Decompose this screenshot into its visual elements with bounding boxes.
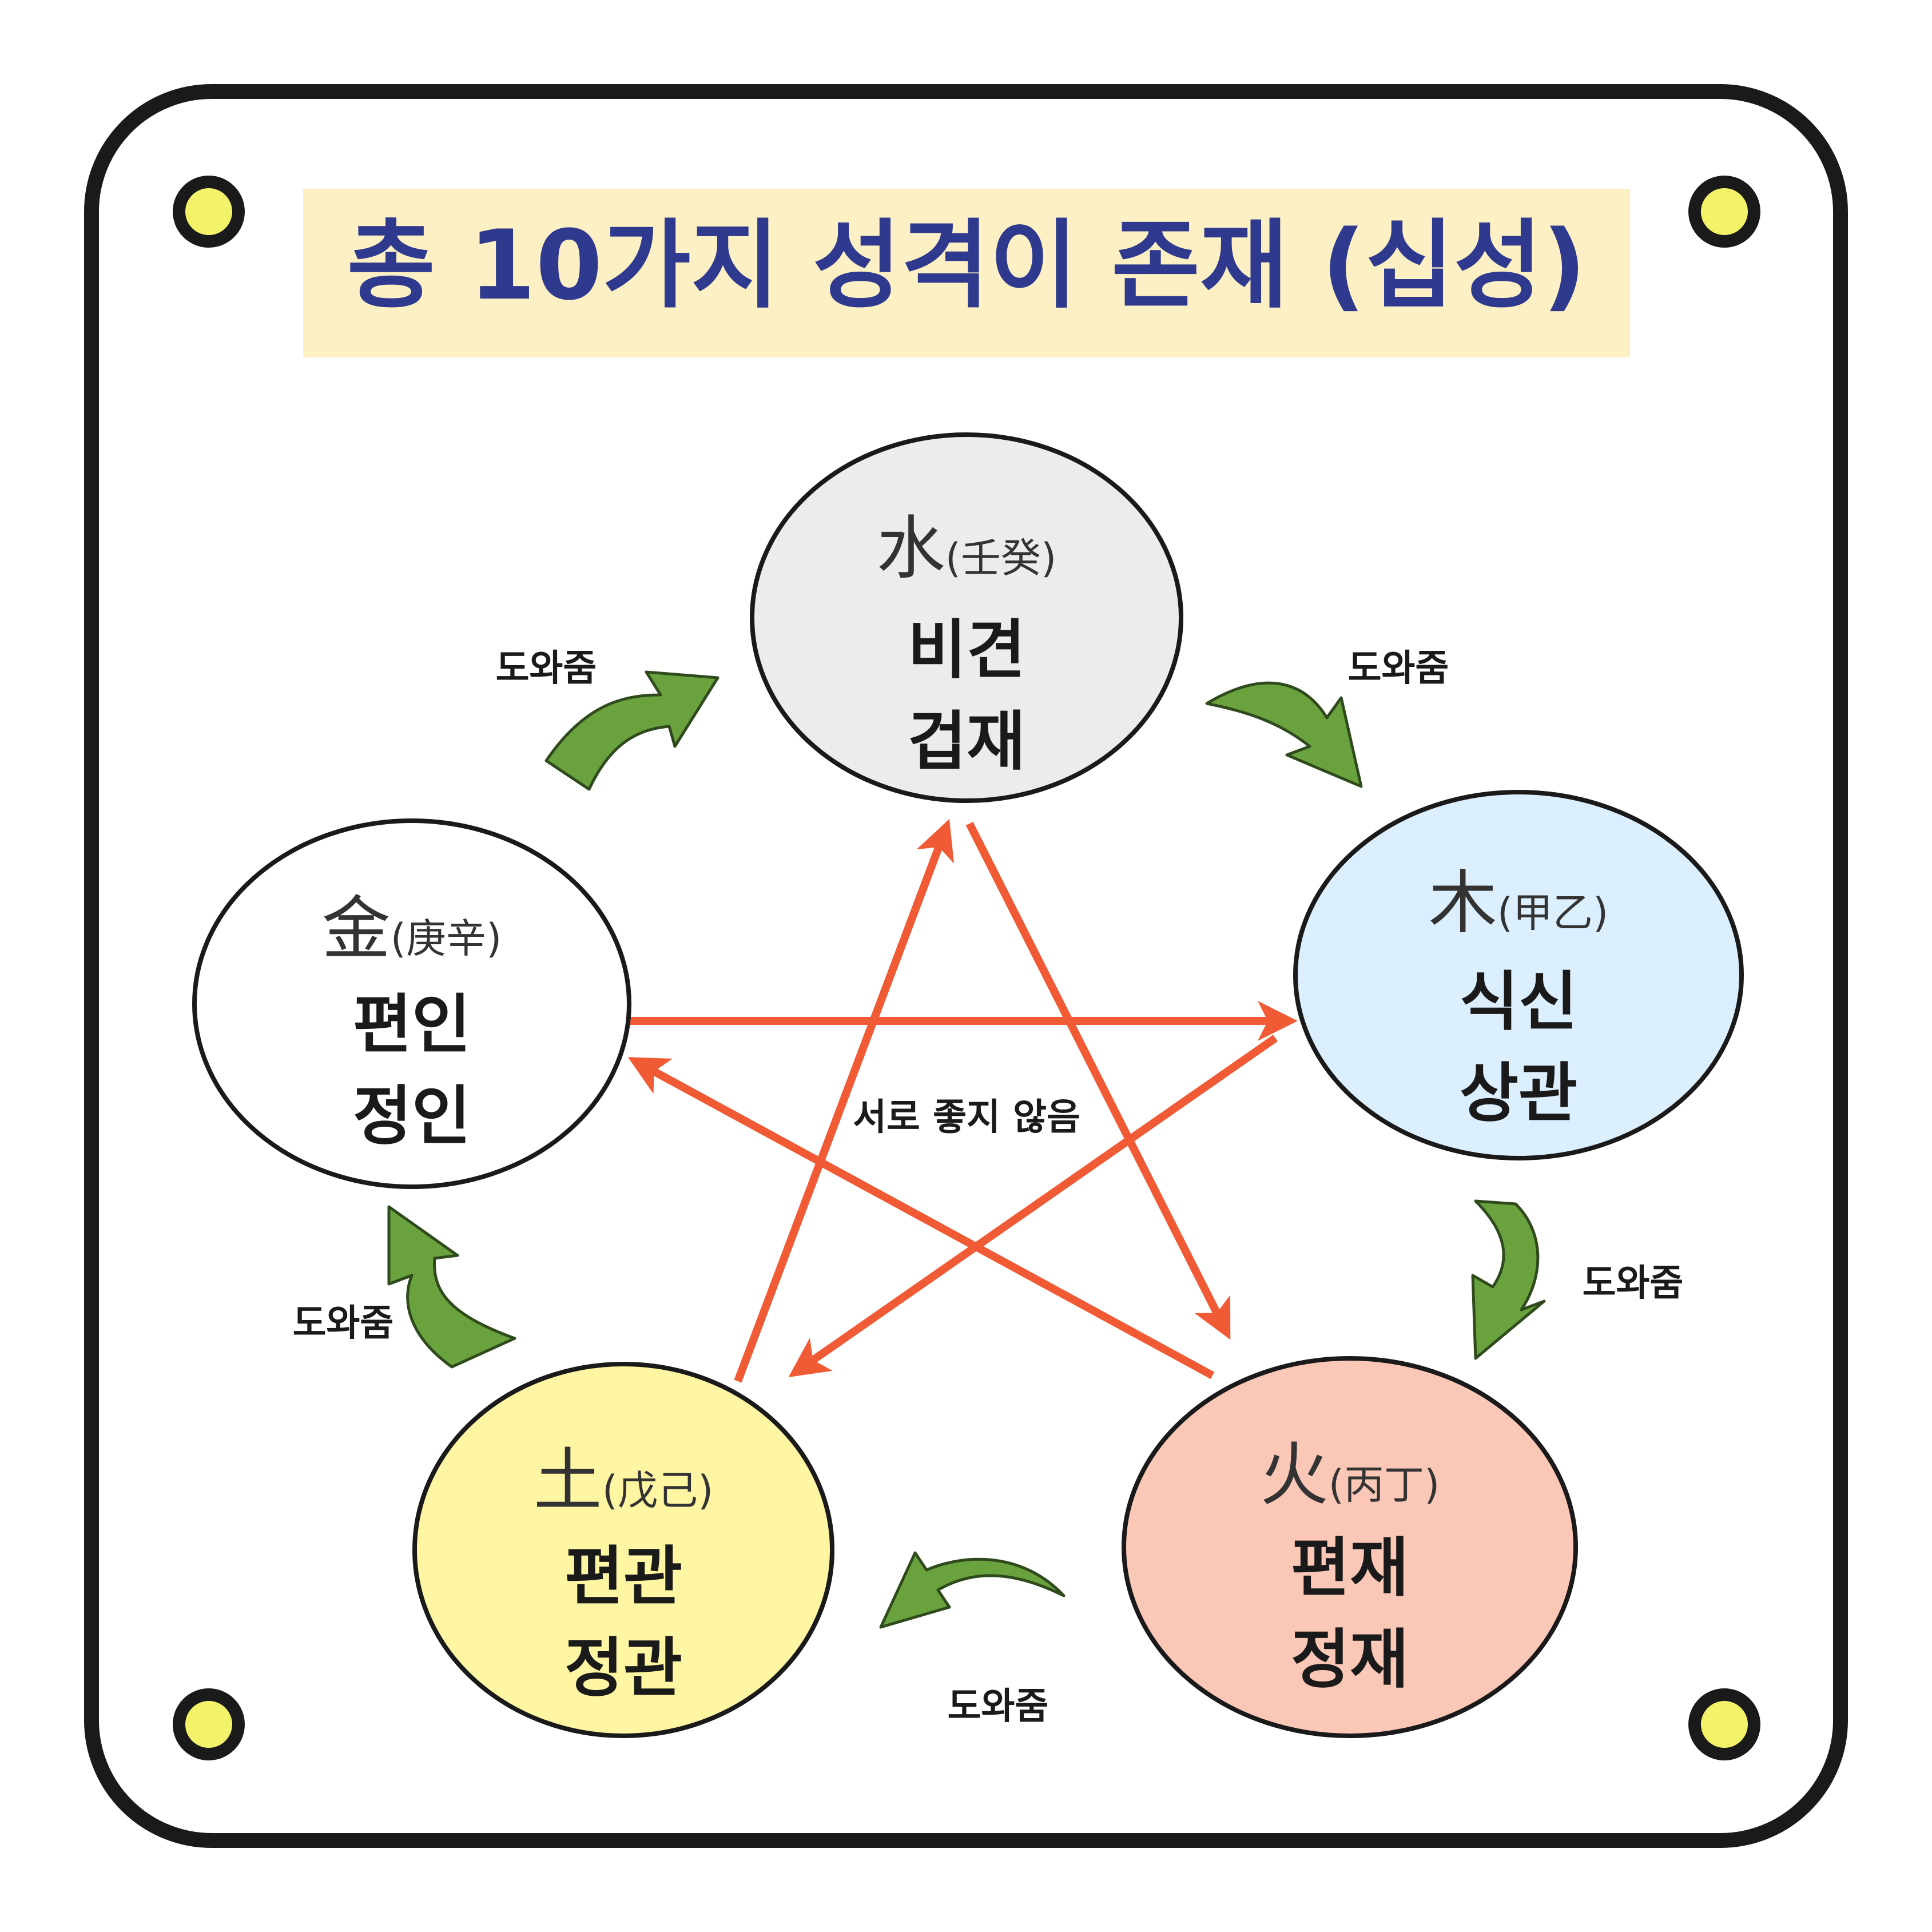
element-fire: 火(丙丁) 편재 정재 <box>1122 1356 1578 1738</box>
support-label-fire-earth: 도와줌 <box>948 1685 1049 1728</box>
element-char-wood: 木 <box>1429 864 1497 943</box>
corner-dot-bottom-right <box>1688 1688 1760 1760</box>
element-stems-wood: (甲乙) <box>1497 889 1609 936</box>
title-banner <box>303 189 1630 357</box>
corner-dot-top-left <box>173 176 245 248</box>
element-circle-wood <box>1293 790 1744 1160</box>
element-circle-water <box>750 432 1183 803</box>
control-arrow-earth-to-water <box>734 818 955 1383</box>
support-arrows <box>387 670 1546 1629</box>
element-stems-fire: (丙丁) <box>1329 1461 1440 1508</box>
control-arrows <box>627 818 1298 1383</box>
god-fire-2: 정재 <box>1291 1623 1409 1697</box>
support-arrow-earth-to-metal <box>387 1205 516 1369</box>
god-earth-1: 편관 <box>565 1540 682 1614</box>
element-earth: 土(戊己) 편관 정관 <box>412 1362 834 1738</box>
element-circle-metal <box>192 818 631 1189</box>
control-arrow-water-to-fire <box>965 821 1231 1340</box>
element-circle-fire <box>1122 1356 1578 1738</box>
element-stems-water: (壬癸) <box>945 535 1057 582</box>
god-water-1: 비견 <box>908 613 1025 687</box>
svg-text:金(庚辛): 金(庚辛) <box>322 889 502 969</box>
element-char-earth: 土 <box>534 1441 602 1521</box>
element-water: 水(壬癸) 비견 겁재 <box>750 432 1183 803</box>
god-metal-2: 정인 <box>353 1079 471 1154</box>
element-char-fire: 火 <box>1260 1436 1329 1515</box>
support-arrow-water-to-wood <box>1205 681 1363 788</box>
corner-dots <box>173 176 1760 1760</box>
support-label-metal-water: 도와줌 <box>496 647 597 690</box>
element-metal: 金(庚辛) 편인 정인 <box>192 818 631 1189</box>
element-char-water: 水 <box>877 509 945 589</box>
element-stems-earth: (戊己) <box>602 1467 714 1514</box>
svg-text:木(甲乙): 木(甲乙) <box>1429 864 1609 943</box>
god-metal-1: 편인 <box>353 988 471 1062</box>
corner-dot-bottom-left <box>173 1688 245 1760</box>
support-arrow-fire-to-earth <box>879 1551 1066 1629</box>
god-wood-1: 식신 <box>1460 965 1577 1039</box>
support-arrow-wood-to-fire <box>1471 1199 1546 1360</box>
corner-dot-top-right <box>1688 176 1760 248</box>
support-arrow-metal-to-water <box>544 670 719 791</box>
support-label-water-wood: 도와줌 <box>1348 647 1449 690</box>
control-arrow-wood-to-earth <box>788 1035 1278 1378</box>
god-fire-1: 편재 <box>1291 1531 1409 1605</box>
conflict-label: 서로 좋지 않음 <box>853 1096 1080 1139</box>
god-water-2: 겁재 <box>908 705 1025 779</box>
element-char-metal: 金 <box>322 889 391 969</box>
svg-text:水(壬癸): 水(壬癸) <box>877 509 1057 589</box>
svg-text:土(戊己): 土(戊己) <box>534 1441 714 1521</box>
svg-text:火(丙丁): 火(丙丁) <box>1260 1436 1440 1515</box>
element-circle-earth <box>412 1362 834 1738</box>
element-stems-metal: (庚辛) <box>391 915 502 962</box>
control-arrow-fire-to-metal <box>627 1057 1215 1380</box>
page-title: 총 10가지 성격이 존재 (십성) <box>347 209 1587 321</box>
god-wood-2: 상관 <box>1460 1056 1577 1131</box>
support-label-wood-fire: 도와줌 <box>1583 1262 1684 1305</box>
element-wood: 木(甲乙) 식신 상관 <box>1293 790 1744 1160</box>
god-earth-2: 정관 <box>565 1631 682 1706</box>
support-label-earth-metal: 도와줌 <box>293 1302 394 1345</box>
